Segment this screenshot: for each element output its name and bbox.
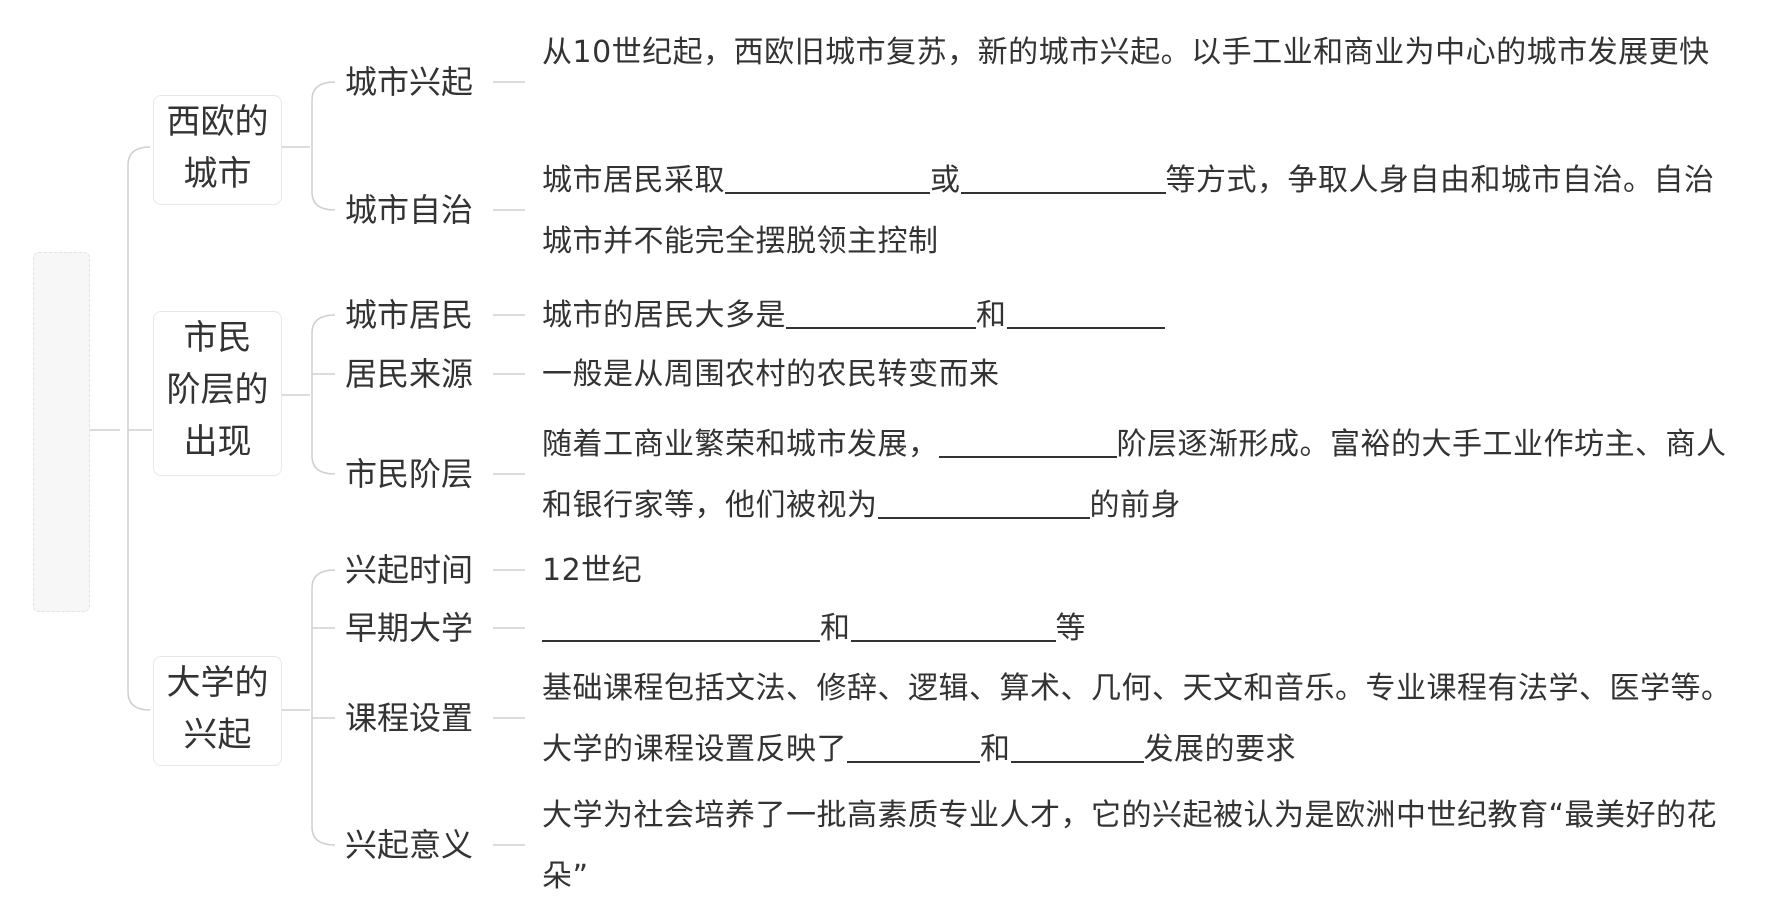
section-title-line: 大学的 xyxy=(166,663,269,703)
sub-label-resident-origin: 居民来源 xyxy=(345,355,474,393)
desc-segment: 城市的居民大多是 xyxy=(542,298,786,333)
fill-blank[interactable] xyxy=(1010,731,1144,763)
desc-citizen-class: 随着工商业繁荣和城市发展，阶层逐渐形成。富裕的大手工业作坊主、商人和银行家等，他… xyxy=(542,414,1737,536)
section-university-rise: 大学的 兴起 xyxy=(153,656,282,766)
desc-segment: 基础课程包括文法、修辞、逻辑、算术、几何、天文和音乐。专业课程有法学、医学等。大… xyxy=(542,671,1732,767)
sub-label-significance: 兴起意义 xyxy=(345,826,474,864)
section-citizen-class: 市民 阶层的 出现 xyxy=(153,311,282,476)
sub-label-curriculum: 课程设置 xyxy=(345,699,474,737)
fill-blank[interactable] xyxy=(1006,297,1165,329)
sub-label-early-universities: 早期大学 xyxy=(345,609,474,647)
desc-resident-origin: 一般是从周围农村的农民转变而来 xyxy=(542,357,1000,392)
desc-segment: 和 xyxy=(820,611,851,646)
sub-label-city-rise: 城市兴起 xyxy=(345,63,474,101)
desc-city-residents: 城市的居民大多是 和 xyxy=(542,285,1737,346)
desc-curriculum: 基础课程包括文法、修辞、逻辑、算术、几何、天文和音乐。专业课程有法学、医学等。大… xyxy=(542,658,1737,780)
desc-segment: 等 xyxy=(1055,611,1086,646)
fill-blank[interactable] xyxy=(960,162,1166,194)
desc-segment: 随着工商业繁荣和城市发展， xyxy=(542,427,939,462)
desc-segment: 阶层逐渐形成。富裕的大手工业作坊主、商人和银行家等，他们被视为 xyxy=(542,427,1727,523)
section-title-line: 出现 xyxy=(183,422,252,462)
desc-segment: 和 xyxy=(980,732,1011,767)
sub-label-city-autonomy: 城市自治 xyxy=(345,191,474,229)
section-title-line: 市民 xyxy=(183,318,252,358)
section-title-line: 阶层的 xyxy=(166,370,269,410)
desc-segment: 等方式，争取人身自由和城市自治。自治城市并不能完全摆脱领主控制 xyxy=(542,163,1715,259)
fill-blank[interactable] xyxy=(938,426,1117,458)
sec2-branch xyxy=(311,314,336,475)
sub-label-citizen-class: 市民阶层 xyxy=(345,455,474,493)
section-title-line: 兴起 xyxy=(183,715,252,755)
fill-blank[interactable] xyxy=(786,297,976,329)
sec1-branch xyxy=(311,81,336,211)
desc-segment: 发展的要求 xyxy=(1143,732,1296,767)
desc-city-rise: 从10世纪起，西欧旧城市复苏，新的城市兴起。以手工业和商业为中心的城市发展更快 xyxy=(542,35,1710,70)
section-western-cities: 西欧的 城市 xyxy=(153,95,282,205)
section-title-line: 城市 xyxy=(183,154,252,194)
desc-city-autonomy: 城市居民采取 或等方式，争取人身自由和城市自治。自治城市并不能完全摆脱领主控制 xyxy=(542,150,1737,272)
desc-segment: 和 xyxy=(976,298,1007,333)
fill-blank[interactable] xyxy=(542,610,820,642)
fill-blank[interactable] xyxy=(847,731,980,763)
desc-segment: 的前身 xyxy=(1089,488,1181,523)
desc-early-universities: 和等 xyxy=(542,598,1737,659)
desc-segment: 城市居民采取 xyxy=(542,163,725,198)
sec3-branch xyxy=(311,569,336,846)
fill-blank[interactable] xyxy=(877,487,1090,519)
fill-blank[interactable] xyxy=(850,610,1056,642)
fill-blank[interactable] xyxy=(725,162,930,194)
section-spine xyxy=(127,146,151,711)
desc-significance: 大学为社会培养了一批高素质专业人才，它的兴起被认为是欧洲中世纪教育“最美好的花朵… xyxy=(542,798,1718,894)
sub-label-city-residents: 城市居民 xyxy=(345,296,474,334)
sub-label-rise-time: 兴起时间 xyxy=(345,551,474,589)
desc-rise-time: 12世纪 xyxy=(542,553,643,588)
section-title-line: 西欧的 xyxy=(166,102,269,142)
desc-segment: 或 xyxy=(930,163,961,198)
root-node xyxy=(33,252,90,612)
